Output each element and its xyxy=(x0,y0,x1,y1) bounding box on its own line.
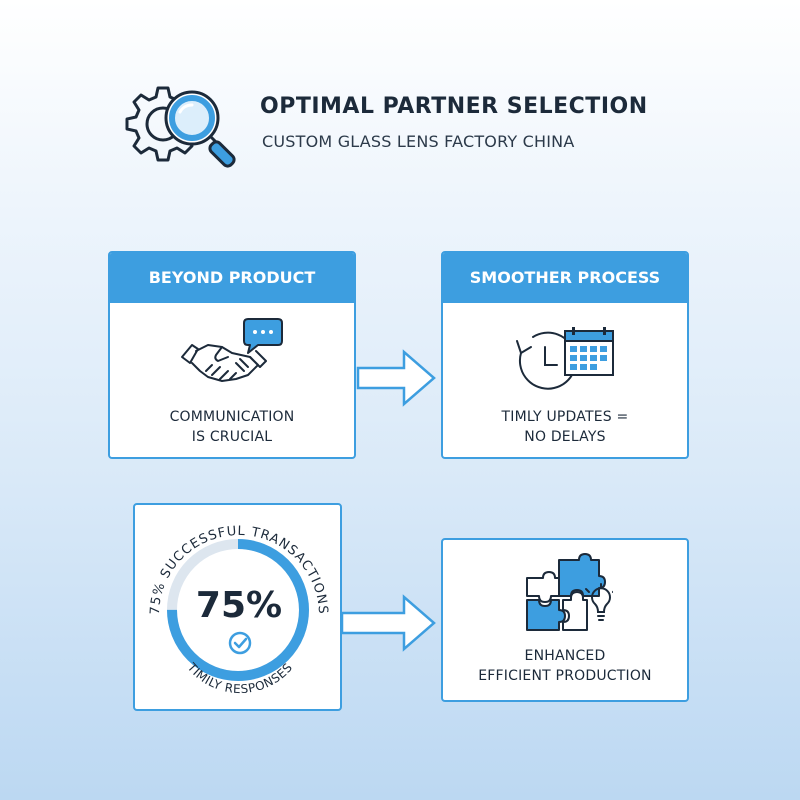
card-smoother-process-text: TIMLY UPDATES = NO DELAYS xyxy=(443,407,687,447)
card-beyond-product: BEYOND PRODUCT COMMUNICATION xyxy=(108,251,356,459)
card-beyond-product-text: COMMUNICATION IS CRUCIAL xyxy=(110,407,354,447)
card-enhanced-production-text: ENHANCED EFFICIENT PRODUCTION xyxy=(443,646,687,686)
card-beyond-product-title: BEYOND PRODUCT xyxy=(110,253,354,303)
puzzle-lightbulb-icon xyxy=(526,553,613,631)
success-ring-chart: 75% SUCCESSFUL TRANSACTIONS TIMILY RESPO… xyxy=(148,524,329,696)
gear-magnifier-icon xyxy=(125,86,236,168)
card-enhanced-production: ENHANCED EFFICIENT PRODUCTION xyxy=(441,538,689,702)
header: OPTIMAL PARTNER SELECTION CUSTOM GLASS L… xyxy=(120,78,720,178)
card-smoother-process-title: SMOOTHER PROCESS xyxy=(443,253,687,303)
card-enhanced-production-text-line2: EFFICIENT PRODUCTION xyxy=(478,668,652,684)
card-smoother-process: SMOOTHER PROCESS TIMLY UP xyxy=(441,251,689,459)
ring-progress xyxy=(167,539,309,681)
page-title: OPTIMAL PARTNER SELECTION xyxy=(260,94,648,119)
page-subtitle: CUSTOM GLASS LENS FACTORY CHINA xyxy=(262,132,575,151)
card-enhanced-production-text-line1: ENHANCED xyxy=(524,648,606,664)
card-beyond-product-text-line1: COMMUNICATION xyxy=(169,409,295,425)
arrow-right-icon xyxy=(340,594,436,652)
arrow-right-icon xyxy=(356,349,436,407)
ring-value: 75% xyxy=(196,585,282,626)
card-beyond-product-text-line2: IS CRUCIAL xyxy=(191,429,273,445)
card-smoother-process-text-line2: NO DELAYS xyxy=(524,429,606,445)
check-circle-icon xyxy=(228,631,252,655)
card-success-stat: 75% SUCCESSFUL TRANSACTIONS TIMILY RESPO… xyxy=(133,503,342,711)
handshake-chat-icon xyxy=(181,318,283,382)
clock-calendar-icon xyxy=(516,327,614,390)
card-smoother-process-text-line1: TIMLY UPDATES = xyxy=(501,409,629,425)
